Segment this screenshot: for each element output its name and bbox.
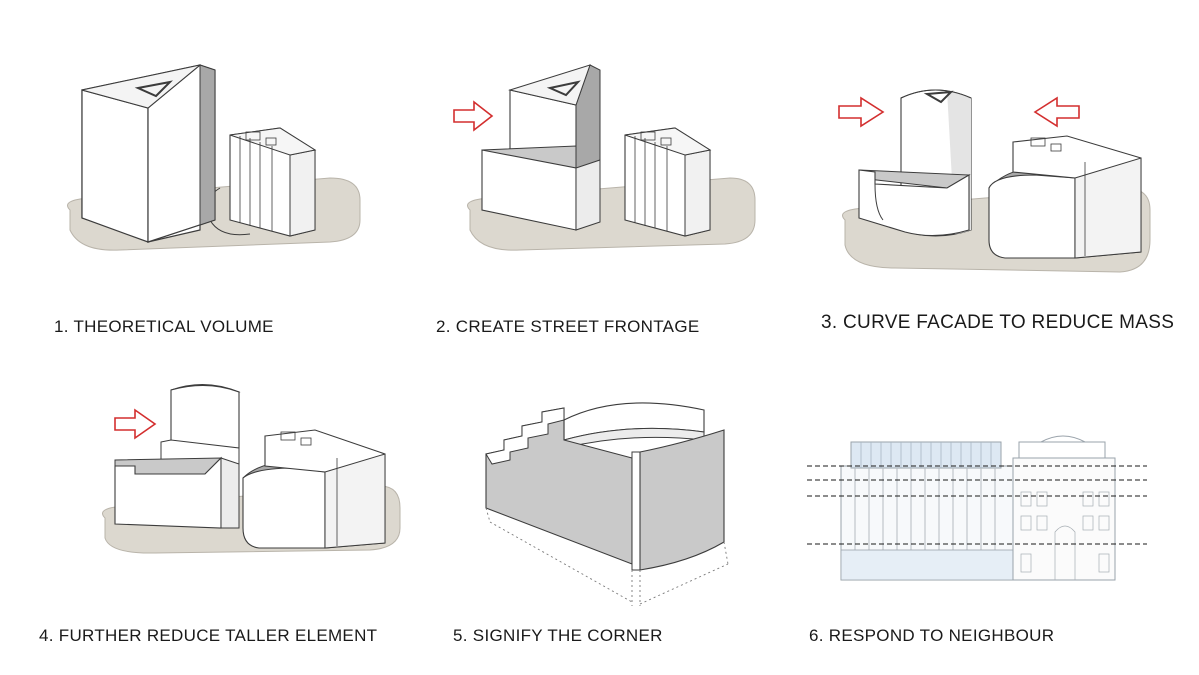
- glazing-mullions: [860, 442, 992, 468]
- diagram-step-4: 4. FURTHER REDUCE TALLER ELEMENT: [39, 378, 425, 645]
- curved-neighbour-front: [988, 174, 1076, 259]
- step-4-massing: [102, 383, 401, 554]
- projection-lines: [485, 507, 729, 606]
- right-arrow-icon: [838, 96, 885, 128]
- step-6-caption: 6. RESPOND TO NEIGHBOUR: [809, 626, 1055, 645]
- curved-neighbour-front: [242, 467, 326, 549]
- facade-columns: [854, 468, 996, 580]
- step-3-massing: [838, 89, 1151, 273]
- step-1-massing: [67, 64, 361, 251]
- step-3-caption: 3. CURVE FACADE TO REDUCE MASS: [821, 312, 1175, 333]
- right-arrow-icon: [453, 100, 494, 132]
- upper-volume-top: [508, 64, 591, 106]
- step-4-caption: 4. FURTHER REDUCE TALLER ELEMENT: [39, 626, 378, 645]
- neighbour-building: [1012, 457, 1116, 581]
- stepped-top: [485, 407, 565, 465]
- triangle-opening: [134, 80, 173, 98]
- curved-side: [639, 429, 725, 571]
- neighbour-block: [229, 127, 317, 237]
- ground-floor: [840, 549, 1014, 581]
- step-2-massing: [453, 64, 756, 251]
- neighbour-windows: [1020, 491, 1110, 580]
- podium-front: [114, 456, 222, 529]
- podium-side: [220, 457, 240, 529]
- step-2-caption: 2. CREATE STREET FRONTAGE: [436, 317, 700, 336]
- datum-lines: [807, 465, 1147, 545]
- corner-slot: [631, 451, 641, 571]
- step-5-caption: 5. SIGNIFY THE CORNER: [453, 626, 663, 645]
- neighbour-block: [624, 127, 712, 237]
- diagram-step-6: 6. RESPOND TO NEIGHBOUR: [805, 432, 1165, 645]
- step-1-caption: 1. THEORETICAL VOLUME: [54, 317, 274, 336]
- step-5-massing: [485, 402, 729, 606]
- glazed-top: [850, 441, 1002, 469]
- podium-right: [575, 159, 601, 231]
- diagram-step-3: 3. CURVE FACADE TO REDUCE MASS: [821, 80, 1175, 333]
- step-6-elevation: [807, 435, 1147, 581]
- diagram-step-5: 5. SIGNIFY THE CORNER: [453, 392, 740, 645]
- tall-volume-left: [81, 89, 149, 243]
- tall-volume-shadow: [199, 64, 216, 226]
- triangle-opening: [546, 80, 581, 97]
- podium-front: [858, 169, 970, 237]
- left-arrow-icon: [1033, 96, 1080, 128]
- diagram-step-1: 1. THEORETICAL VOLUME: [54, 60, 390, 336]
- right-arrow-icon: [114, 408, 157, 440]
- diagram-step-2: 2. CREATE STREET FRONTAGE: [436, 60, 780, 336]
- triangle-opening: [923, 90, 954, 104]
